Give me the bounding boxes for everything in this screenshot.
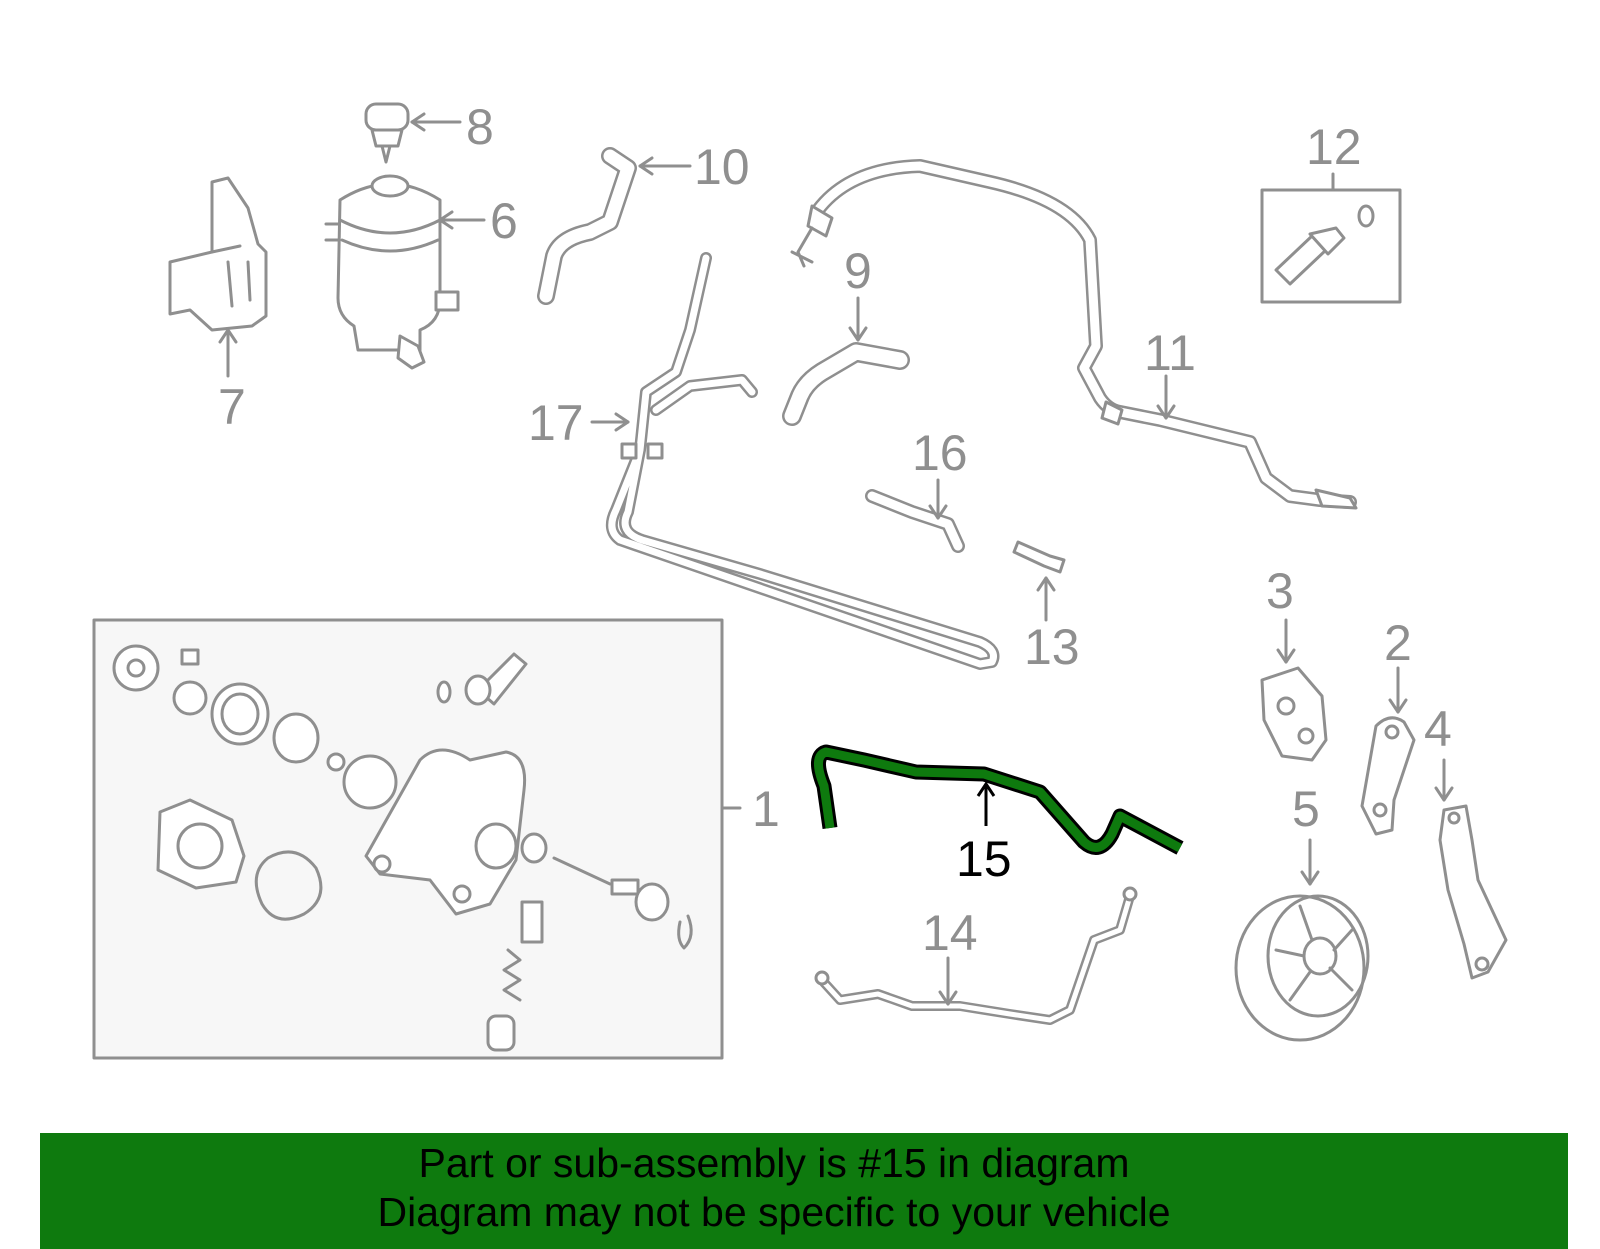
part-1-pump-assembly[interactable] bbox=[92, 618, 742, 1060]
label-7: 7 bbox=[218, 379, 246, 435]
arrow-2 bbox=[1388, 666, 1408, 714]
label-14: 14 bbox=[922, 905, 978, 961]
banner-line-1: Part or sub-assembly is #15 in diagram bbox=[418, 1140, 1130, 1186]
label-11: 11 bbox=[1144, 325, 1196, 381]
label-13: 13 bbox=[1024, 619, 1080, 675]
arrow-3 bbox=[1276, 618, 1296, 664]
arrow-16 bbox=[928, 478, 948, 520]
part-8-cap[interactable] bbox=[364, 102, 410, 164]
part-16-hose[interactable] bbox=[865, 489, 965, 553]
arrow-11 bbox=[1156, 374, 1176, 420]
label-10: 10 bbox=[694, 139, 750, 195]
arrow-7 bbox=[218, 328, 238, 378]
part-13-bolt[interactable] bbox=[1012, 540, 1066, 574]
part-17-return-line[interactable] bbox=[605, 252, 1000, 670]
banner-line-2: Diagram may not be specific to your vehi… bbox=[377, 1189, 1171, 1235]
label-6: 6 bbox=[490, 193, 518, 249]
arrow-9 bbox=[848, 296, 868, 342]
label-5: 5 bbox=[1292, 781, 1320, 837]
arrow-4 bbox=[1434, 758, 1454, 802]
arrow-10 bbox=[638, 156, 692, 176]
label-1: 1 bbox=[752, 781, 780, 837]
label-4: 4 bbox=[1424, 701, 1452, 757]
part-11-pressure-hose[interactable] bbox=[790, 159, 1358, 510]
part-9-hose[interactable] bbox=[782, 342, 910, 426]
label-17: 17 bbox=[528, 395, 584, 451]
part-10-hose[interactable] bbox=[537, 147, 637, 305]
part-3-bracket[interactable] bbox=[1260, 666, 1328, 762]
label-16: 16 bbox=[912, 425, 968, 481]
label-3: 3 bbox=[1266, 563, 1294, 619]
label-2: 2 bbox=[1384, 615, 1412, 671]
part-7-bracket[interactable] bbox=[168, 176, 268, 332]
arrow-5 bbox=[1300, 838, 1320, 886]
label-12: 12 bbox=[1306, 119, 1362, 175]
arrow-15 bbox=[976, 781, 996, 826]
label-8: 8 bbox=[466, 99, 494, 155]
arrow-13 bbox=[1036, 576, 1056, 622]
arrow-14 bbox=[938, 956, 958, 1006]
part-5-pulley[interactable] bbox=[1234, 894, 1370, 1042]
arrow-8 bbox=[410, 112, 462, 132]
label-9: 9 bbox=[844, 243, 872, 299]
arrow-17 bbox=[590, 412, 630, 432]
part-15-hose-highlighted[interactable] bbox=[811, 744, 1184, 855]
arrow-6 bbox=[438, 210, 486, 230]
info-banner: Part or sub-assembly is #15 in diagram D… bbox=[40, 1133, 1568, 1249]
part-12-fitting-box[interactable] bbox=[1260, 188, 1402, 304]
part-6-reservoir[interactable] bbox=[324, 174, 460, 370]
part-2-link[interactable] bbox=[1360, 716, 1416, 836]
part-14-line[interactable] bbox=[814, 886, 1138, 1025]
label-15: 15 bbox=[956, 831, 1012, 887]
part-4-brace[interactable] bbox=[1438, 804, 1508, 980]
